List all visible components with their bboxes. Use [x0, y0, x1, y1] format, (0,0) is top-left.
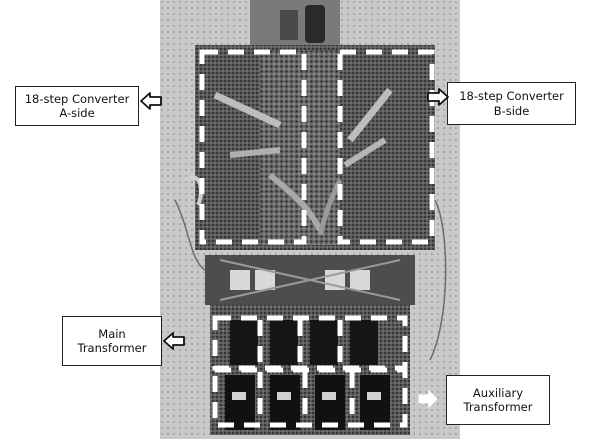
- hollow-arrow-left-icon: [140, 92, 162, 110]
- main-transformer-label-line2: Transformer: [77, 341, 147, 355]
- auxiliary-transformer-label-box: Auxiliary Transformer: [446, 375, 550, 425]
- converter-b-label-line1: 18-step Converter: [459, 89, 564, 104]
- hollow-arrow-right-icon: [427, 88, 449, 106]
- main-transformer-label-line1: Main: [98, 326, 126, 341]
- converter-b-label-box: 18-step Converter B-side: [447, 82, 576, 125]
- hardware-photo: [160, 0, 460, 439]
- auxiliary-transformer-label-line2: Transformer: [463, 400, 533, 414]
- converter-a-label-line1: 18-step Converter: [24, 91, 130, 106]
- converter-a-label-line2: A-side: [59, 106, 95, 120]
- converter-a-label-box: 18-step Converter A-side: [15, 86, 139, 126]
- auxiliary-transformer-label-line1: Auxiliary: [472, 385, 524, 400]
- hardware-photo-svg: [160, 0, 460, 439]
- solid-arrow-right-icon: [418, 390, 438, 408]
- converter-b-label-line2: B-side: [493, 103, 530, 118]
- hollow-arrow-left-icon: [163, 332, 185, 350]
- main-transformer-label-box: Main Transformer: [62, 316, 162, 366]
